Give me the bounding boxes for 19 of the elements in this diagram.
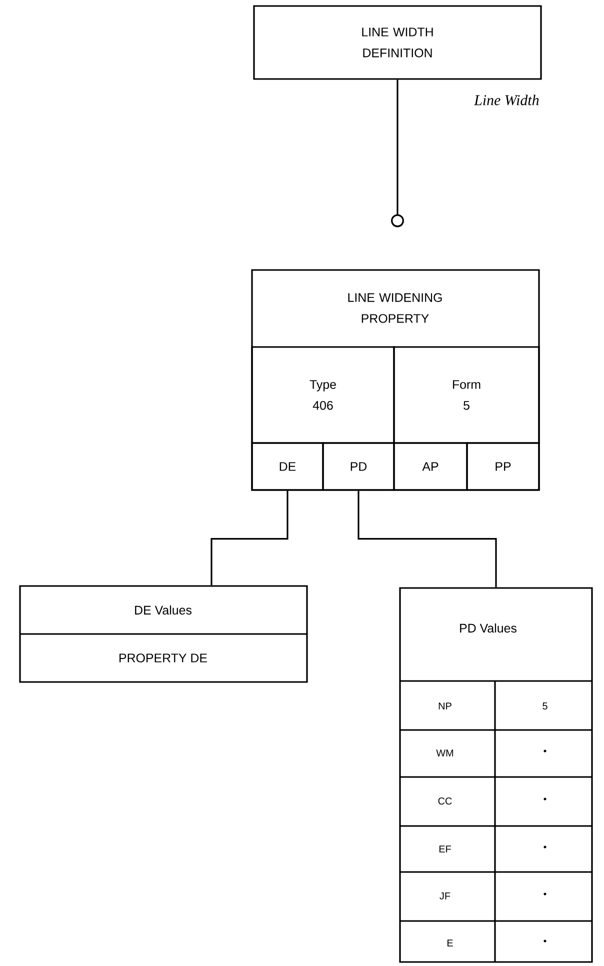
cell-label: JF: [440, 892, 450, 900]
cell-label: NP: [438, 702, 452, 710]
connector-line: [391, 80, 404, 228]
attribute-cell: Type 406: [251, 346, 395, 444]
entity-box: DE Values PROPERTY DE: [19, 585, 308, 683]
cell-label: WM: [436, 750, 454, 756]
connector-line: [210, 490, 288, 586]
key-cell: AP: [393, 442, 468, 491]
cell-label: E: [447, 940, 453, 946]
attribute-cell: Form 5: [393, 346, 540, 444]
key-cell: DE: [251, 442, 324, 491]
entity-box: LINE WIDTH DEFINITION: [253, 5, 542, 80]
cell-label: EF: [439, 846, 451, 852]
cell-label: CC: [438, 797, 452, 805]
key-cell: PP: [466, 442, 540, 491]
caption-text: Line Width: [474, 94, 539, 106]
connector-line: [358, 490, 497, 588]
cell-label: 5: [542, 702, 548, 710]
key-cell: PD: [322, 442, 395, 491]
